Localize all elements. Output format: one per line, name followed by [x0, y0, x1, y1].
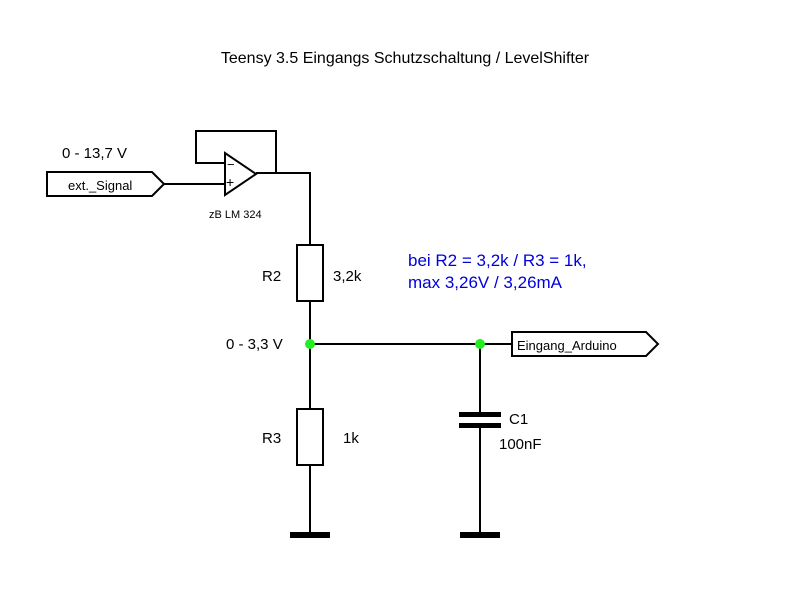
capacitor-plate-bottom — [459, 423, 501, 428]
r3-name: R3 — [262, 430, 281, 447]
note-line-2: max 3,26V / 3,26mA — [408, 273, 563, 292]
resistor-r3 — [296, 408, 324, 466]
opamp-part-label: zB LM 324 — [209, 209, 262, 221]
output-port-label: Eingang_Arduino — [517, 338, 617, 353]
input-voltage-label: 0 - 13,7 V — [62, 145, 127, 162]
note-line-1: bei R2 = 3,2k / R3 = 1k, — [408, 251, 587, 270]
r3-value: 1k — [343, 430, 359, 447]
output-port: Eingang_Arduino — [511, 331, 660, 357]
input-port: ext._Signal — [46, 171, 166, 197]
c1-name: C1 — [509, 411, 528, 428]
junction-dot-right — [475, 339, 485, 349]
c1-value: 100nF — [499, 436, 542, 453]
ground-symbol-left — [290, 532, 330, 538]
r2-value: 3,2k — [333, 268, 362, 285]
ground-symbol-right — [460, 532, 500, 538]
opamp: − + — [224, 151, 258, 197]
opamp-minus-sign: − — [227, 157, 235, 172]
wire-opamp-output — [256, 172, 311, 245]
capacitor-plate-top — [459, 412, 501, 417]
input-port-label: ext._Signal — [68, 178, 132, 193]
opamp-plus-sign: + — [226, 174, 234, 190]
junction-dot-left — [305, 339, 315, 349]
node-voltage-label: 0 - 3,3 V — [226, 336, 283, 353]
r2-name: R2 — [262, 268, 281, 285]
resistor-r2 — [296, 244, 324, 302]
opamp-triangle — [224, 151, 258, 197]
wire-feedback — [195, 130, 277, 173]
schematic-title: Teensy 3.5 Eingangs Schutzschaltung / Le… — [221, 50, 590, 67]
